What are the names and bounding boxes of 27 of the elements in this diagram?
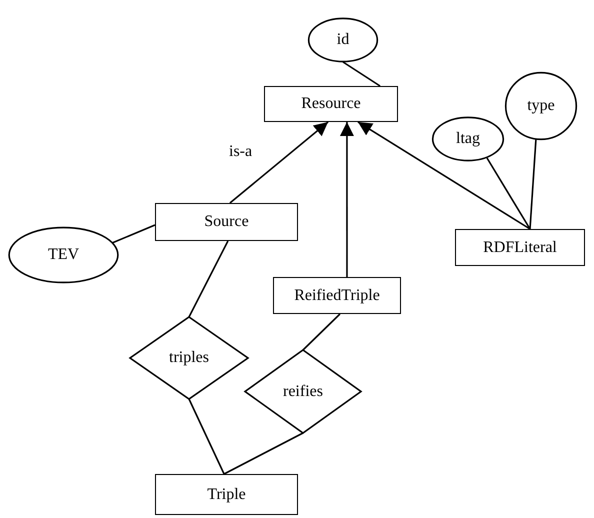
connector-line — [302, 313, 340, 351]
connector-line — [486, 158, 531, 230]
node-label: Triple — [207, 486, 246, 504]
entity-box — [273, 277, 401, 314]
node-label: ReifiedTriple — [294, 286, 380, 304]
node-label: TEV — [48, 246, 80, 264]
connector-line — [529, 138, 537, 230]
arrow — [358, 121, 530, 230]
node-label: id — [336, 31, 350, 49]
node-label: RDFLiteral — [483, 238, 557, 256]
node-label: Resource — [301, 95, 361, 113]
node-label: type — [527, 97, 555, 115]
connector-line — [188, 240, 229, 318]
connector-line — [112, 224, 156, 244]
connector-line — [342, 61, 380, 87]
entity-box — [455, 229, 585, 266]
connector-line — [224, 432, 304, 475]
node-label: reifies — [283, 382, 323, 400]
node-label: Source — [204, 213, 249, 231]
entity-box — [155, 203, 298, 241]
arrow — [340, 122, 354, 277]
entity-box — [264, 86, 398, 122]
entity-box — [155, 474, 298, 515]
arrow — [229, 121, 329, 204]
connector-line — [188, 398, 225, 474]
node-label: ltag — [456, 130, 480, 148]
node-label: triples — [169, 349, 209, 367]
